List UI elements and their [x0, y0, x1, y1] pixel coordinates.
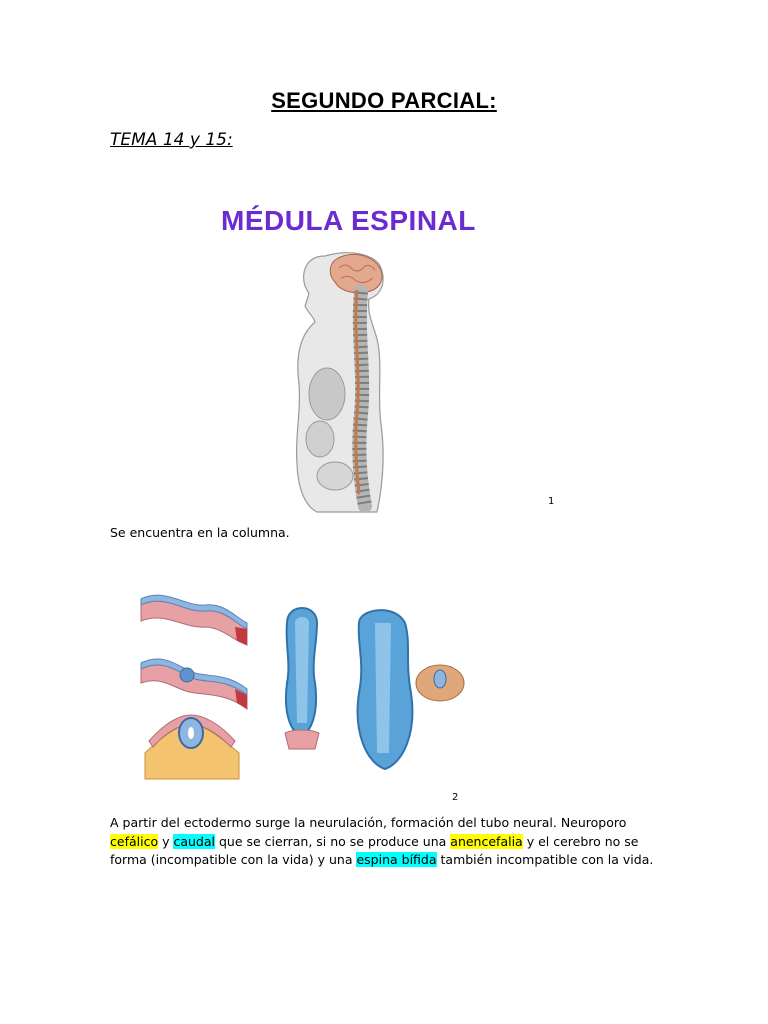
highlight-anencefalia: anencefalia — [450, 833, 523, 849]
paragraph-text: y el cerebro no se forma (incompatible c… — [110, 833, 639, 868]
spinal-cord — [354, 289, 361, 495]
neural-tube-cross-section — [144, 714, 240, 780]
page-title: SEGUNDO PARCIAL: — [271, 88, 497, 113]
neurulation-illustration — [140, 594, 465, 780]
organ-shape — [308, 367, 346, 421]
paragraph-text: A partir del ectodermo surge la neurulac… — [110, 815, 627, 830]
paragraph-text: también incompatible con la vida. — [436, 852, 654, 867]
organ-shape — [305, 420, 335, 458]
figure-1-title: MÉDULA ESPINAL — [221, 205, 476, 236]
brain-folds — [338, 264, 376, 284]
embryo-cross-section-small — [415, 664, 465, 702]
neural-groove-stage — [140, 658, 248, 711]
vertebrae-marks — [352, 291, 372, 508]
paragraph-text: que se cierran, si no se produce una — [214, 833, 451, 849]
figure-1-number: 1 — [548, 496, 555, 507]
highlight-caudal: caudal — [173, 833, 215, 849]
embryo-dorsal-view-early — [284, 607, 320, 750]
figure-2-number: 2 — [452, 792, 459, 803]
organ-shape — [316, 461, 354, 491]
neural-plate-stage — [140, 594, 248, 646]
caption-text: Se encuentra en la columna. — [110, 525, 290, 540]
highlight-cefalico: cefálico — [110, 833, 159, 849]
body-paragraph: A partir del ectodermo surge la neurulac… — [110, 814, 670, 870]
paragraph-text: y — [158, 833, 174, 849]
highlight-espina-bifida: espina bífida — [356, 852, 437, 867]
embryo-dorsal-view-late — [356, 609, 414, 771]
spinal-cord-illustration — [296, 252, 384, 513]
page-subtitle: TEMA 14 y 15: — [110, 130, 233, 150]
